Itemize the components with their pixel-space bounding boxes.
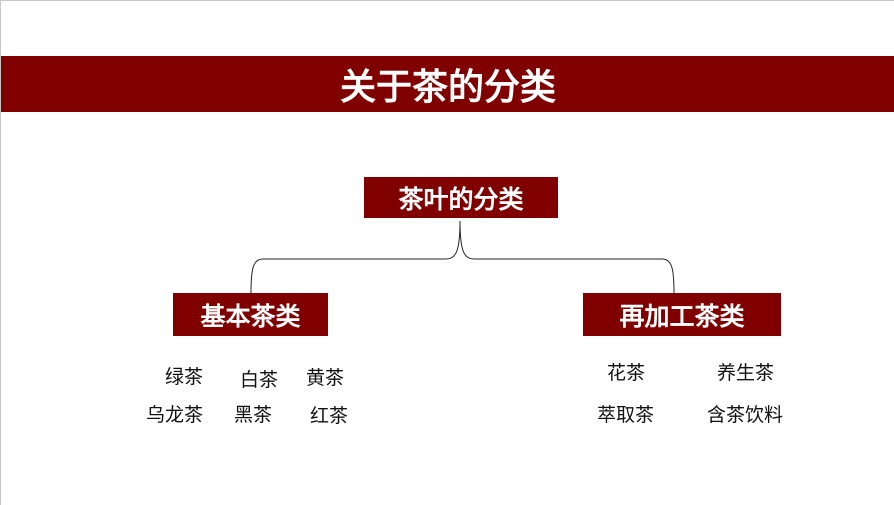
tea-item: 红茶 xyxy=(310,405,349,427)
basic-tea-node: 基本茶类 xyxy=(173,293,328,336)
tea-item: 养生茶 xyxy=(717,362,775,384)
title-bar: 关于茶的分类 xyxy=(1,56,894,112)
reprocessed-tea-node: 再加工茶类 xyxy=(583,293,781,336)
basic-tea-label: 基本茶类 xyxy=(200,301,301,331)
slide-title: 关于茶的分类 xyxy=(339,67,556,108)
tea-item: 萃取茶 xyxy=(597,404,655,426)
reprocessed-tea-label: 再加工茶类 xyxy=(619,301,745,331)
tea-item: 黑茶 xyxy=(234,404,273,426)
root-node: 茶叶的分类 xyxy=(364,177,558,218)
tea-item: 乌龙茶 xyxy=(146,404,204,426)
root-label: 茶叶的分类 xyxy=(398,184,524,214)
tea-item: 含茶饮料 xyxy=(707,404,784,426)
tea-item: 绿茶 xyxy=(165,366,204,388)
tea-item: 白茶 xyxy=(240,369,279,391)
tea-item: 花茶 xyxy=(607,362,646,384)
tea-item: 黄茶 xyxy=(306,367,345,389)
